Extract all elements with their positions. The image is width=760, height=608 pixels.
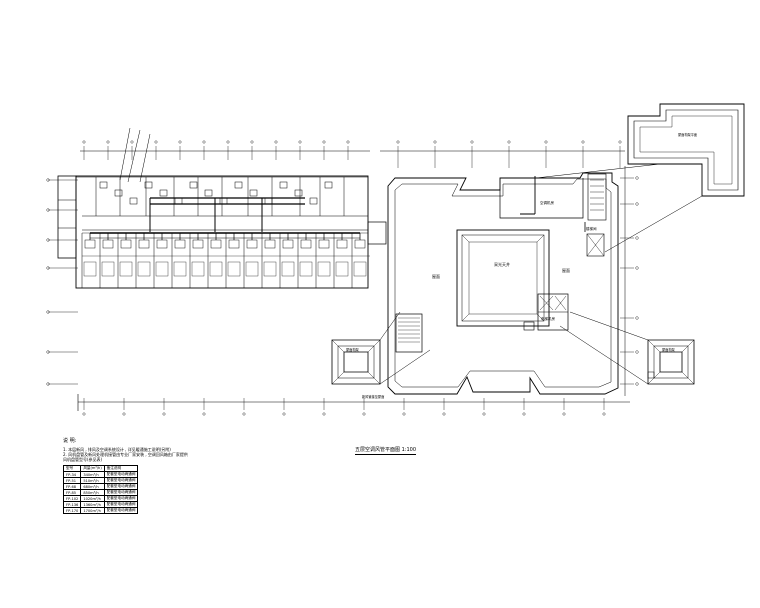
label-hall-center: 采光天井 [494, 261, 510, 267]
table-cell: 配套型电动两通阀 [103, 495, 139, 502]
drawing-caption: 五层空调风管平面图 1:100 [355, 447, 416, 455]
table-cell: 1700m³/h [80, 507, 105, 514]
label-machine-room: 空调机房 [540, 200, 554, 205]
table-cell: 配套型电动两通阀 [103, 489, 139, 496]
legend-note: 2. 风机盘管及新风处理机接管由专业厂家安装 , 空调回风箱由厂家提供 [63, 452, 188, 457]
label-stair: 楼梯间 [586, 226, 597, 231]
table-cell: 配套型电动两通阀 [103, 483, 139, 490]
legend-notes: 说 明: 1. 本层新风 , 排风及空调系统设计 , 详见暖通施工说明(另附)2… [62, 437, 353, 514]
label-elevator: 电梯机房 [541, 316, 555, 321]
label-tower-left: 屋面构架 [346, 347, 360, 352]
table-cell: FP-170 [62, 507, 82, 514]
label-tower-right: 屋面构架 [662, 347, 676, 352]
legend-note: 风机盘管型号(参见表) [63, 457, 103, 462]
label-tower-top-right: 屋面构架平面 [678, 132, 697, 137]
table-cell: 配套型电动两通阀 [103, 471, 139, 478]
table-cell: 配套型电动两通阀 [103, 501, 139, 508]
label-note-leader: 新风管接至屋面 [362, 394, 384, 399]
table-header-cell: 风量(m³/h) [80, 465, 105, 472]
label-hall-right: 屋面 [562, 267, 570, 273]
table-cell: 配套型电动两通阀 [103, 477, 139, 484]
room-labels: 屋面 采光天井 屋面 空调机房 楼梯间 电梯机房 屋面构架平面 屋面构架 屋面构… [346, 132, 697, 399]
detail-towers [331, 103, 745, 385]
legend-note-list: 1. 本层新风 , 排风及空调系统设计 , 详见暖通施工说明(另附)2. 风机盘… [63, 447, 353, 462]
left-wing [46, 127, 387, 386]
legend-title: 说 明: [63, 438, 77, 444]
legend-note: 1. 本层新风 , 排风及空调系统设计 , 详见暖通施工说明(另附) [63, 447, 171, 452]
table-cell: 配套型电动两通阀 [103, 507, 139, 514]
courtyard-building [380, 140, 639, 396]
label-hall-left: 屋面 [432, 273, 440, 279]
